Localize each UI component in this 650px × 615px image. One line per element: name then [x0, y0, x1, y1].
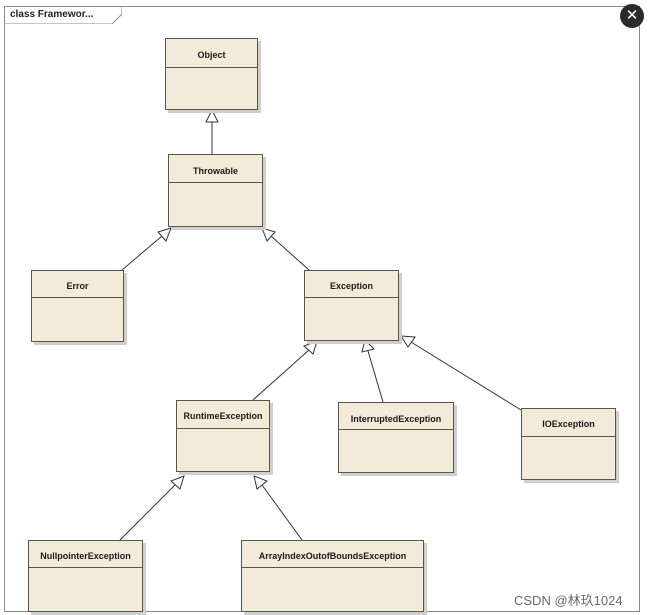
edge-exception-throwable	[270, 235, 310, 271]
edge-interrupted-exception	[367, 350, 384, 403]
class-nullpointer-exception-name: NullpointerException	[40, 551, 131, 561]
class-io-exception-divider	[522, 436, 615, 437]
close-button[interactable]: ✕	[620, 4, 644, 28]
class-object-name: Object	[197, 50, 226, 60]
edge-runtime-exception	[252, 349, 310, 401]
edge-error-throwable	[121, 235, 163, 271]
class-throwable-divider	[169, 182, 262, 183]
arrowhead-object	[205, 108, 219, 123]
arrowhead-throwable-right	[261, 227, 276, 242]
class-exception-divider	[305, 297, 398, 298]
class-object[interactable]: Object	[165, 38, 258, 110]
class-nullpointer-exception-divider	[29, 567, 142, 568]
class-interrupted-exception-name: InterruptedException	[350, 414, 442, 424]
class-array-index-exception-divider	[242, 567, 423, 568]
class-interrupted-exception[interactable]: InterruptedException	[338, 402, 454, 473]
edge-io-exception	[410, 341, 522, 411]
class-array-index-exception[interactable]: ArrayIndexOutofBoundsException	[241, 540, 424, 612]
frame-tab-outline	[4, 6, 122, 24]
class-exception-name: Exception	[329, 281, 373, 291]
class-error-name: Error	[66, 281, 89, 291]
class-runtime-exception-divider	[177, 428, 269, 429]
class-interrupted-exception-divider	[339, 429, 453, 430]
class-io-exception[interactable]: IOException	[521, 408, 616, 480]
class-error-divider	[32, 297, 123, 298]
class-runtime-exception-name: RuntimeException	[183, 411, 263, 421]
close-icon: ✕	[625, 7, 639, 24]
class-runtime-exception[interactable]: RuntimeException	[176, 400, 270, 472]
edge-arrayindex-runtime	[261, 484, 303, 541]
class-exception[interactable]: Exception	[304, 270, 399, 341]
arrowhead-exception-left	[303, 340, 318, 355]
frame-title: class Framewor...	[10, 9, 94, 20]
class-io-exception-name: IOException	[542, 419, 595, 429]
class-throwable[interactable]: Throwable	[168, 154, 263, 227]
class-object-divider	[166, 67, 257, 68]
class-error[interactable]: Error	[31, 270, 124, 342]
arrowhead-exception-mid	[361, 339, 375, 353]
class-array-index-exception-name: ArrayIndexOutofBoundsException	[258, 551, 407, 561]
arrowhead-runtime-right	[253, 475, 268, 490]
arrowhead-runtime-left	[170, 475, 185, 490]
edge-nullpointer-runtime	[119, 484, 176, 541]
arrowhead-throwable-left	[157, 227, 172, 242]
csdn-watermark: CSDN @林玖1024	[514, 593, 623, 608]
arrowhead-exception-right	[400, 335, 416, 348]
class-nullpointer-exception[interactable]: NullpointerException	[28, 540, 143, 612]
class-throwable-name: Throwable	[192, 166, 238, 176]
